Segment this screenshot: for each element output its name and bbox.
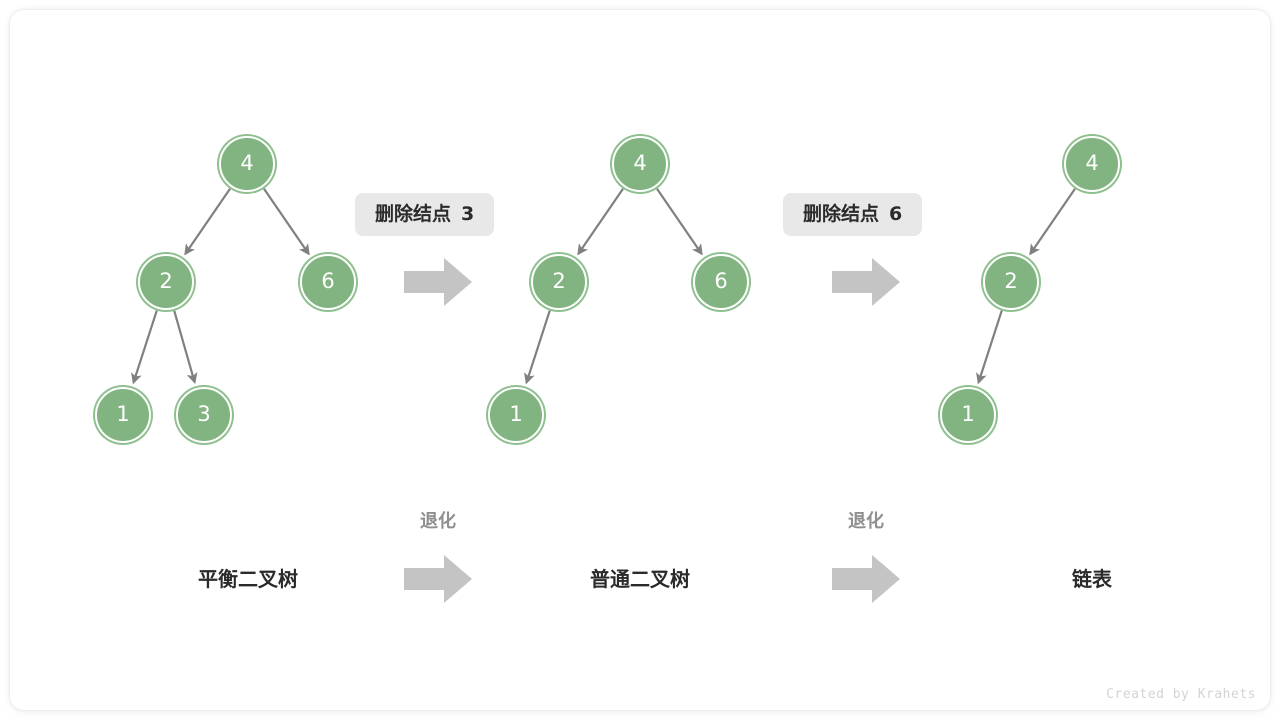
tree-edge bbox=[577, 188, 624, 256]
tree-node-label: 1 bbox=[961, 401, 975, 426]
transition-arrow-icon bbox=[404, 256, 472, 308]
tree-node: 1 bbox=[940, 387, 996, 443]
operation-value: 6 bbox=[889, 203, 903, 225]
degradation-label: 退化 bbox=[848, 511, 884, 532]
operation-value: 3 bbox=[461, 203, 475, 225]
watermark: Created by Krahets bbox=[1106, 687, 1256, 702]
tree-node: 1 bbox=[95, 387, 151, 443]
tree-node-label: 2 bbox=[159, 268, 173, 293]
operation-badge: 删除结点 6 bbox=[783, 193, 923, 236]
tree-node-label: 6 bbox=[321, 268, 335, 293]
tree-node-label: 4 bbox=[1085, 150, 1099, 175]
tree-node: 4 bbox=[1064, 136, 1120, 192]
tree-node-label: 4 bbox=[240, 150, 254, 175]
tree-node-label: 1 bbox=[509, 401, 523, 426]
tree-node: 2 bbox=[138, 254, 194, 310]
tree-node: 2 bbox=[983, 254, 1039, 310]
transition-arrow-icon bbox=[832, 256, 900, 308]
tree-edge bbox=[1029, 188, 1076, 256]
tree-edge bbox=[173, 310, 198, 385]
tree-node-label: 3 bbox=[197, 401, 211, 426]
operation-action: 删除结点 bbox=[375, 203, 452, 225]
tree-edges bbox=[131, 188, 1076, 385]
tree-node: 4 bbox=[612, 136, 668, 192]
panel-caption: 普通二叉树 bbox=[590, 567, 690, 591]
tree-node: 6 bbox=[300, 254, 356, 310]
tree-node-label: 2 bbox=[1004, 268, 1018, 293]
tree-node-label: 6 bbox=[714, 268, 728, 293]
tree-node-label: 1 bbox=[116, 401, 130, 426]
operation-action: 删除结点 bbox=[803, 203, 880, 225]
tree-node-label: 2 bbox=[552, 268, 566, 293]
degradation-label: 退化 bbox=[420, 511, 456, 532]
degradation-arrow-icon bbox=[832, 553, 900, 605]
tree-node: 6 bbox=[693, 254, 749, 310]
panel-caption: 链表 bbox=[1072, 567, 1112, 591]
panel-caption: 平衡二叉树 bbox=[198, 567, 298, 591]
tree-node-label: 4 bbox=[633, 150, 647, 175]
tree-edge-layer bbox=[131, 188, 1076, 385]
tree-edge bbox=[656, 188, 703, 256]
tree-node: 3 bbox=[176, 387, 232, 443]
tree-edge bbox=[131, 310, 158, 385]
degradation-arrow-icon bbox=[404, 553, 472, 605]
figure-canvas: 4 2 6 1 3 4 2 6 1 4 2 1 删除结点 3 删除结点 6 平衡二叉树 普通二叉树 链表 退化 退化… bbox=[10, 10, 1270, 710]
tree-edge bbox=[263, 188, 310, 256]
operation-badge: 删除结点 3 bbox=[355, 193, 495, 236]
tree-node: 2 bbox=[531, 254, 587, 310]
tree-edge bbox=[976, 310, 1003, 385]
tree-edge bbox=[184, 188, 231, 256]
tree-node: 4 bbox=[219, 136, 275, 192]
tree-edge bbox=[524, 310, 551, 385]
figure-card: 4 2 6 1 3 4 2 6 1 4 2 1 删除结点 3 删除结点 6 平衡二叉树 普通二叉树 链表 退化 退化… bbox=[10, 10, 1270, 710]
tree-node: 1 bbox=[488, 387, 544, 443]
